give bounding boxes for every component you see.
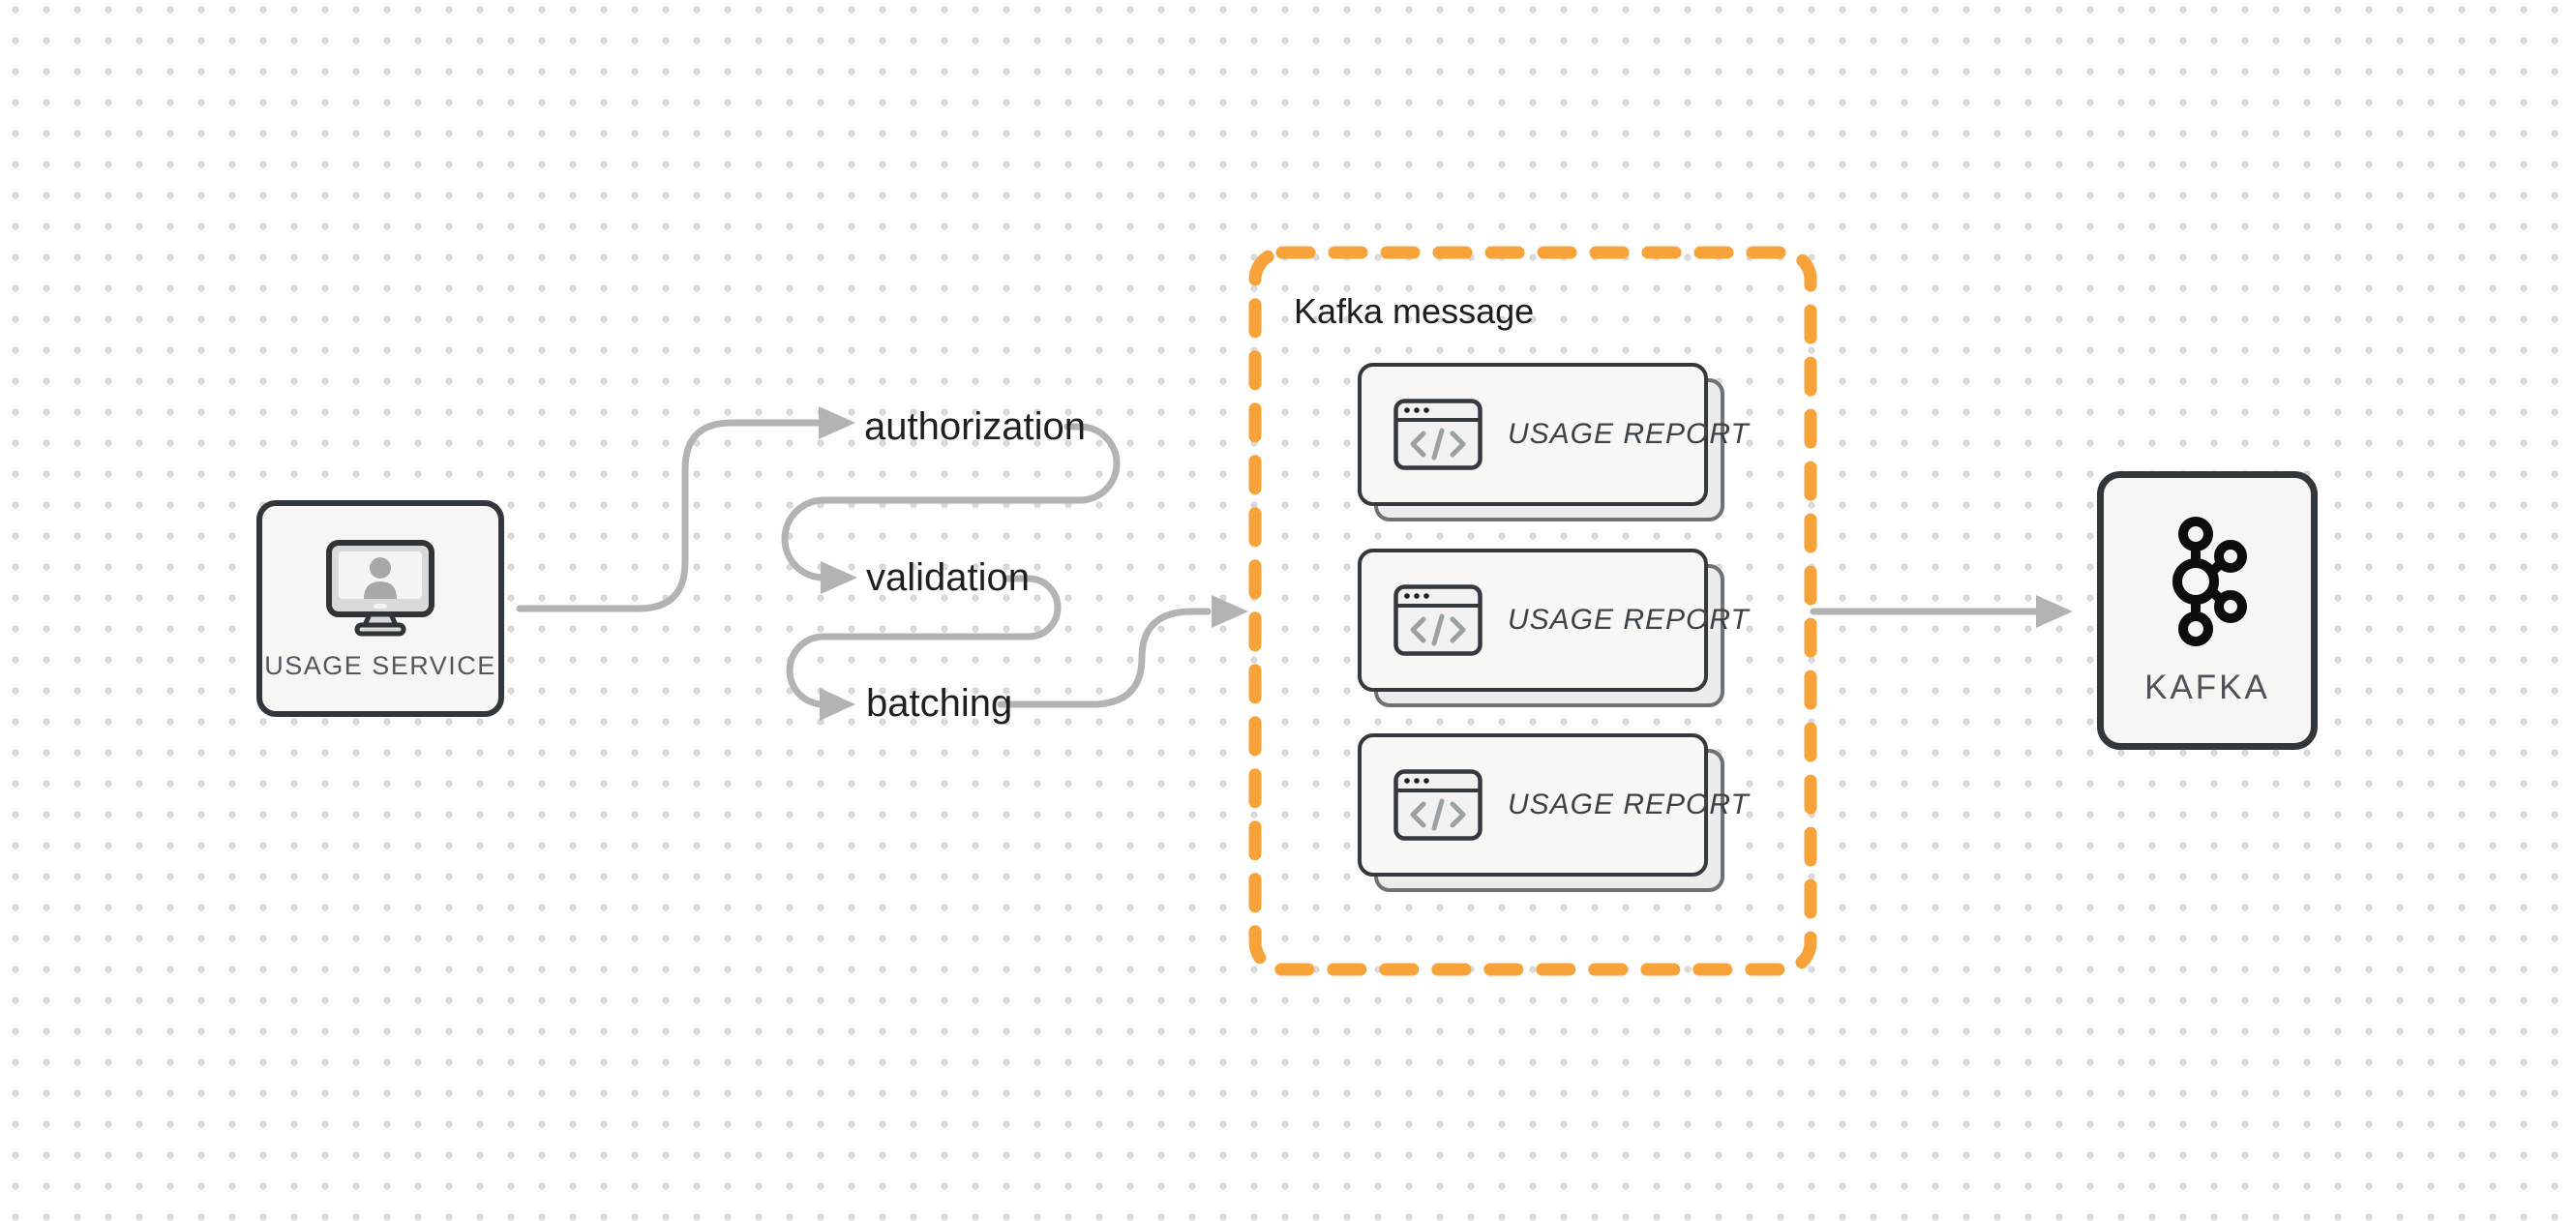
step-label-authorization: authorization <box>864 405 1087 448</box>
usage-service-node: USAGE SERVICE <box>256 500 504 717</box>
usage-report-card: USAGE REPORT <box>1358 363 1749 521</box>
usage-report-label: USAGE REPORT <box>1508 418 1750 450</box>
step-label-validation: validation <box>866 556 1031 599</box>
monitor-user-icon <box>326 539 434 636</box>
arrowhead-kafka <box>2036 595 2073 628</box>
code-window-icon <box>1393 584 1483 656</box>
connector-batching-to-group <box>997 608 1212 708</box>
usage-report-card: USAGE REPORT <box>1358 549 1749 707</box>
usage-report-card: USAGE REPORT <box>1358 733 1749 892</box>
connector-authorization-to-validation <box>781 423 1121 581</box>
kafka-logo-icon <box>2172 517 2247 646</box>
arrowhead-batching <box>820 688 855 721</box>
step-label-batching: batching <box>866 682 1013 725</box>
arrowhead-authorization <box>819 406 855 439</box>
arrowhead-group-entry <box>1212 595 1248 628</box>
code-window-icon <box>1393 769 1483 841</box>
usage-service-label: USAGE SERVICE <box>264 650 496 680</box>
connector-usage-to-authorization <box>516 419 823 612</box>
usage-report-label: USAGE REPORT <box>1508 604 1750 636</box>
connector-validation-to-batching <box>786 575 1062 708</box>
usage-report-label: USAGE REPORT <box>1508 789 1750 820</box>
kafka-message-group-title: Kafka message <box>1294 291 1535 331</box>
kafka-node: KAFKA <box>2097 471 2318 750</box>
code-window-icon <box>1393 399 1483 470</box>
arrowhead-validation <box>821 561 857 594</box>
kafka-label: KAFKA <box>2144 669 2270 706</box>
